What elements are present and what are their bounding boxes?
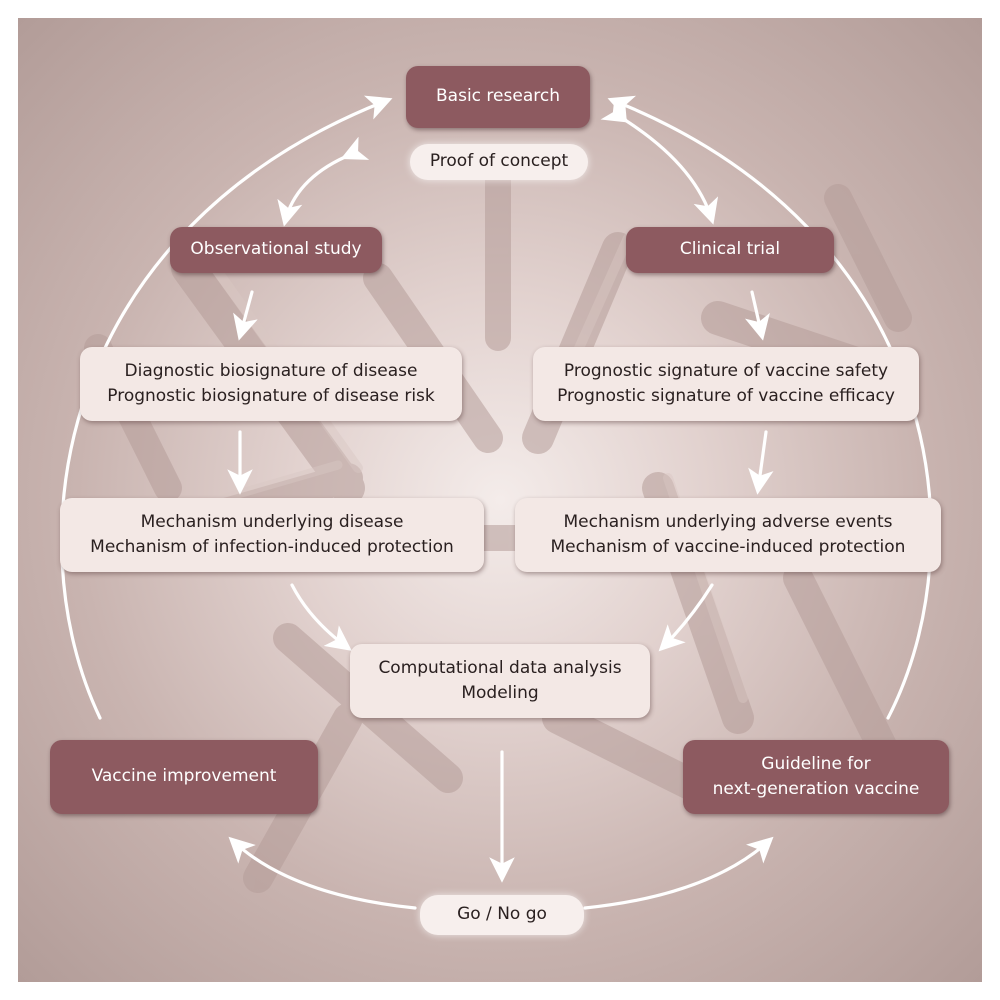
proof-of-concept-label: Proof of concept <box>429 151 569 172</box>
basic-research-label: Basic research <box>436 86 560 107</box>
observational-study-label: Observational study <box>190 239 362 260</box>
arrow-basic-clinical <box>600 97 719 225</box>
guideline-box: Guideline for next-generation vaccine <box>683 740 949 814</box>
guideline-line-1: Guideline for <box>761 753 871 774</box>
guideline-line-2: next-generation vaccine <box>712 779 920 799</box>
computational-line-1: Computational data analysis <box>378 657 622 678</box>
basic-research-box: Basic research <box>406 66 590 128</box>
mechanism-adverse-line-2: Mechanism of vaccine-induced protection <box>550 537 906 557</box>
proof-of-concept-label-box: Proof of concept <box>410 144 588 180</box>
arrow-go-vaccine-improvement <box>228 836 417 910</box>
prognostic-line-1: Prognostic signature of vaccine safety <box>563 360 889 381</box>
go-no-go-label: Go / No go <box>457 904 547 925</box>
mechanism-disease-box: Mechanism underlying disease Mechanism o… <box>60 498 484 572</box>
vaccine-improvement-label: Vaccine improvement <box>91 766 277 787</box>
diagnostic-line-2: Prognostic biosignature of disease risk <box>107 386 435 406</box>
arrow-prognostic-mechanism <box>748 430 774 495</box>
mechanism-disease-line-2: Mechanism of infection-induced protectio… <box>90 537 454 557</box>
arrow-left-to-computational <box>290 583 352 651</box>
diagnostic-line-1: Diagnostic biosignature of disease <box>124 360 418 381</box>
go-no-go-label-box: Go / No go <box>420 895 584 935</box>
observational-study-box: Observational study <box>170 227 382 273</box>
computational-line-2: Modeling <box>461 683 539 703</box>
mechanism-disease-line-1: Mechanism underlying disease <box>140 511 404 532</box>
mechanism-adverse-line-1: Mechanism underlying adverse events <box>563 511 893 532</box>
arrow-clinical-prognostic <box>744 290 770 341</box>
prognostic-line-2: Prognostic signature of vaccine efficacy <box>557 386 895 406</box>
arrow-right-to-computational <box>658 583 714 652</box>
arrow-basic-observational <box>277 136 370 227</box>
mechanism-adverse-box: Mechanism underlying adverse events Mech… <box>515 498 941 572</box>
arrow-go-guideline <box>583 836 774 910</box>
clinical-trial-box: Clinical trial <box>626 227 834 273</box>
diagnostic-biosignature-box: Diagnostic biosignature of disease Progn… <box>80 347 462 421</box>
computational-analysis-box: Computational data analysis Modeling <box>350 644 650 718</box>
arrow-observational-diagnostic <box>233 290 258 341</box>
clinical-trial-label: Clinical trial <box>679 239 781 260</box>
vaccine-improvement-box: Vaccine improvement <box>50 740 318 814</box>
prognostic-signature-box: Prognostic signature of vaccine safety P… <box>533 347 919 421</box>
